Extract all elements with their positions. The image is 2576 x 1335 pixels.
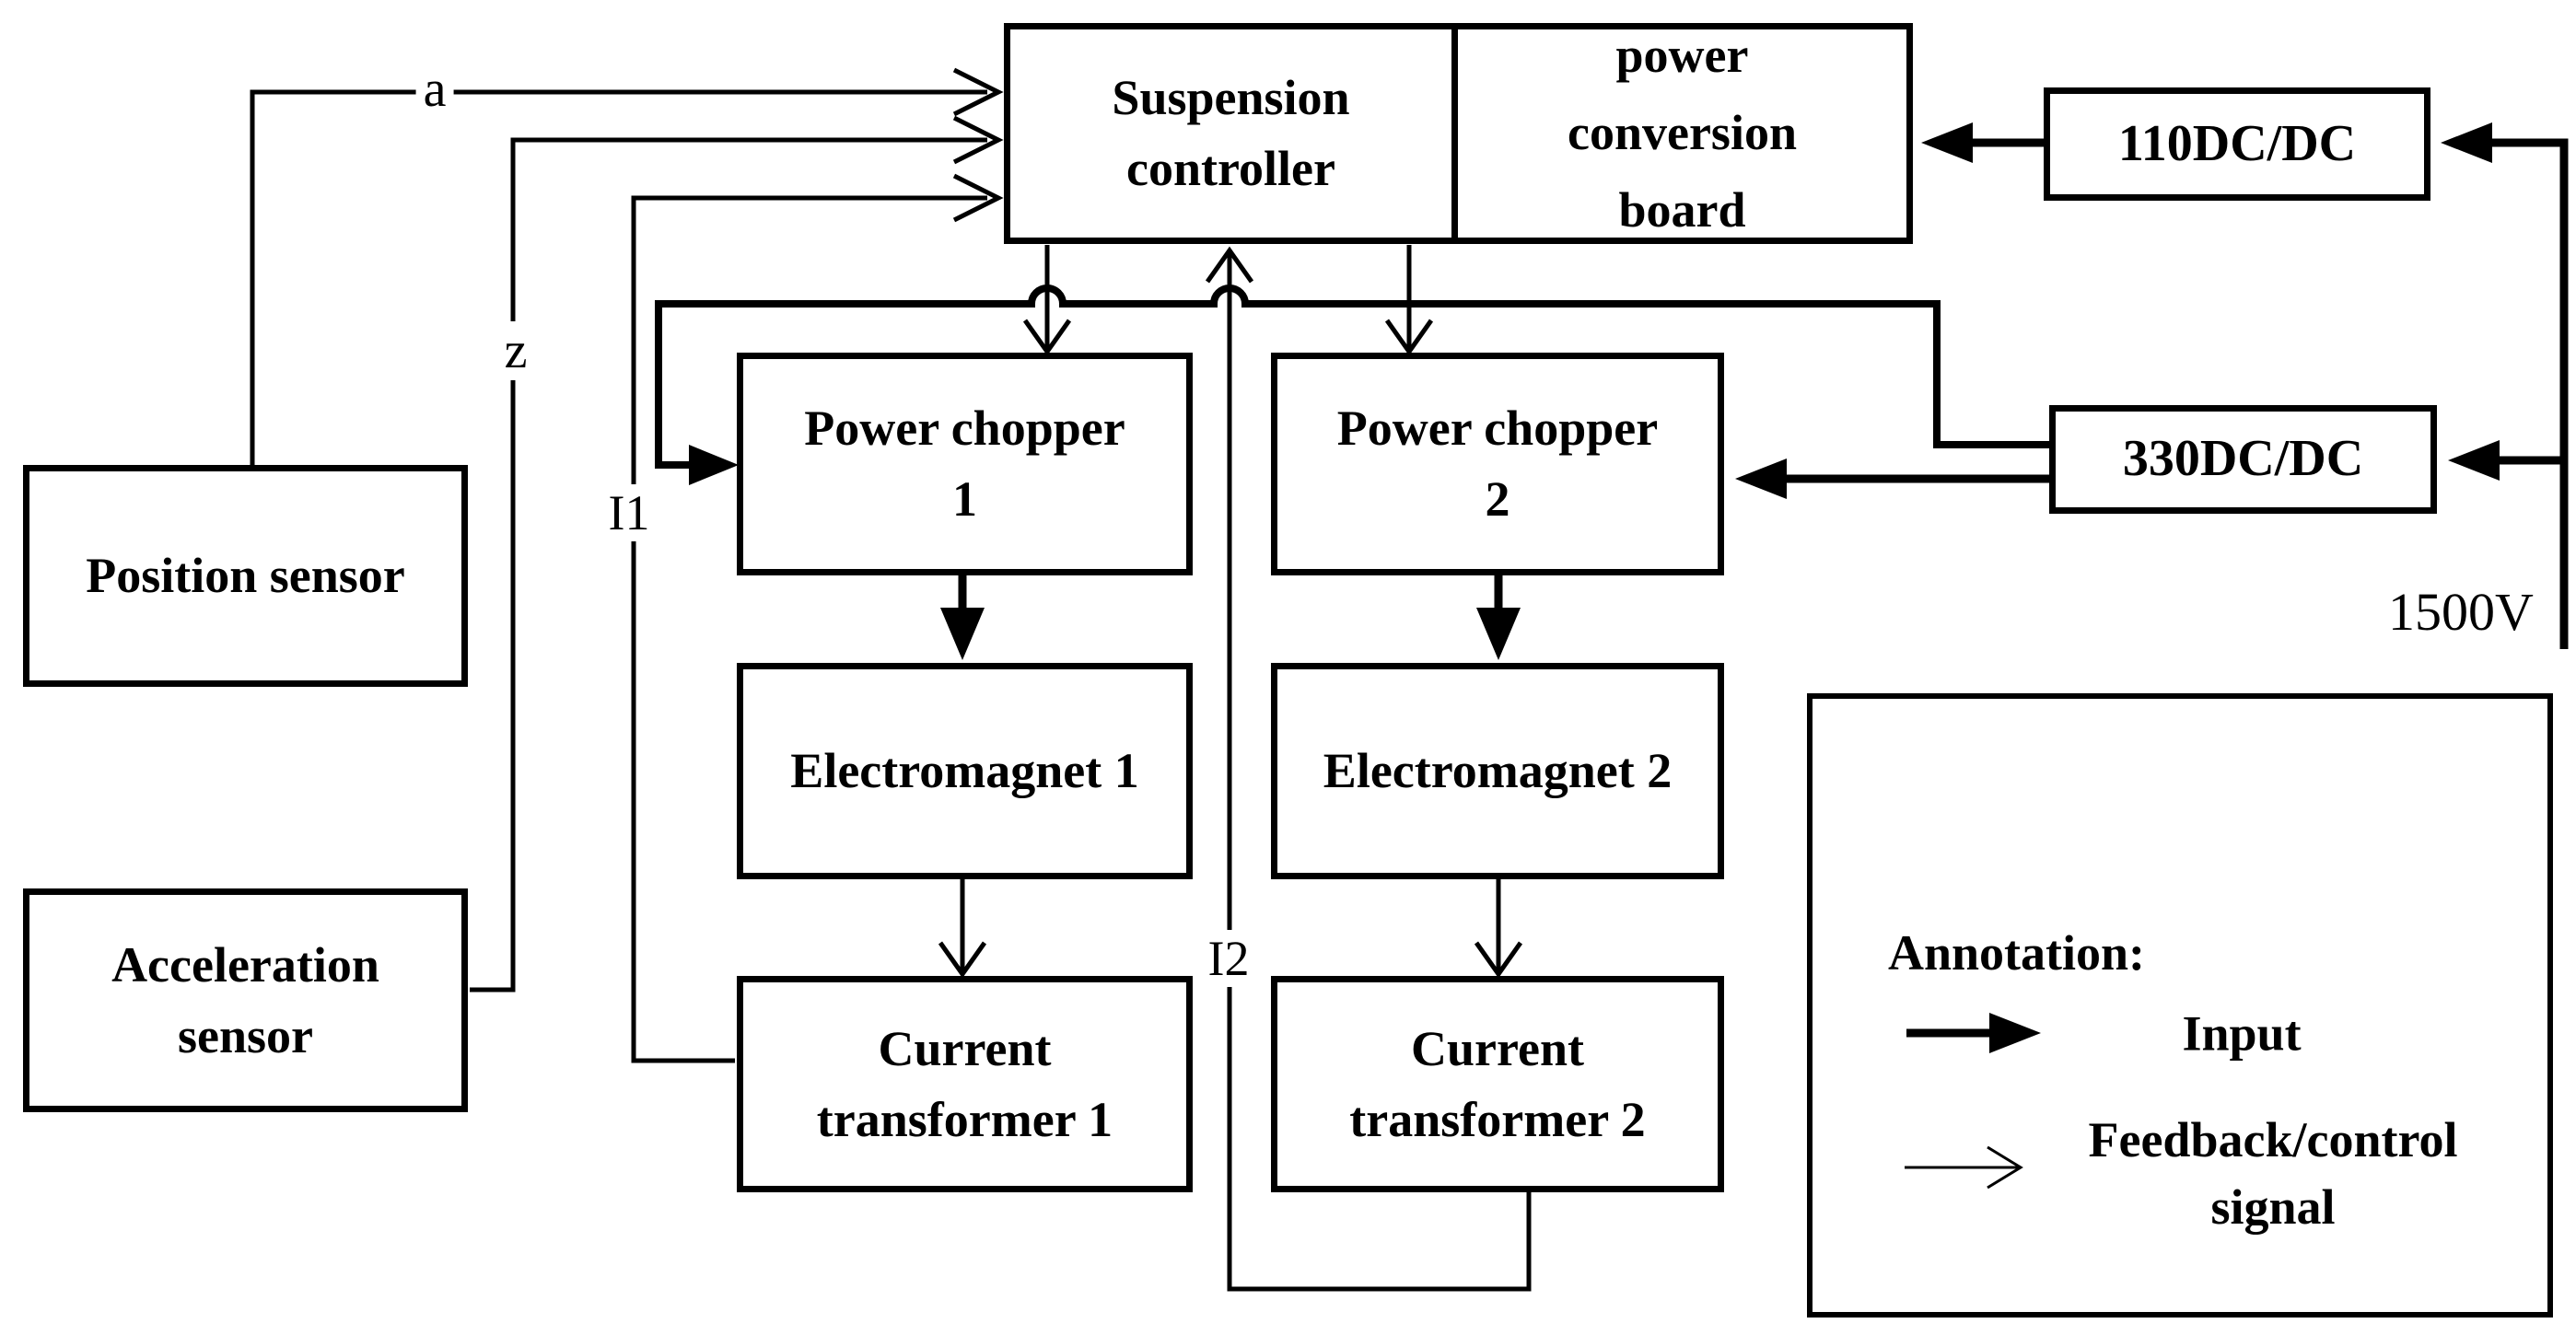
current-transformer2-box: Current transformer 2: [1271, 976, 1724, 1192]
chopper1-to-em1-arrow-icon: [940, 608, 985, 660]
i1-feedback-line: [631, 195, 987, 1063]
chopper2-to-em2-arrow-icon: [1476, 608, 1521, 660]
dc330-to-chopper1-arrow-icon: [689, 445, 739, 485]
a-feedback-arrow-icon: [952, 67, 1004, 117]
signal-label-a: a: [415, 60, 454, 119]
feedback-lines: [250, 67, 1532, 1292]
legend-input-label: Input: [2182, 1005, 2302, 1062]
control-arrow-chopper2-icon: [1384, 319, 1434, 356]
signal-label-i2: I2: [1200, 930, 1257, 987]
power-chopper1-box: Power chopper 1: [737, 353, 1193, 575]
supply-to-dc330-arrow-icon: [2448, 440, 2500, 481]
power-chopper2-box: Power chopper 2: [1271, 353, 1724, 575]
electromagnet1-box: Electromagnet 1: [737, 663, 1193, 879]
z-feedback-line: [470, 137, 987, 993]
i1-feedback-arrow-icon: [952, 173, 1004, 223]
electromagnet2-box: Electromagnet 2: [1271, 663, 1724, 879]
legend-feedback-arrow-icon: [1987, 1145, 2023, 1190]
dc330-to-chopper1-line: [655, 284, 2052, 469]
control-arrow-chopper1-icon: [1022, 319, 1072, 356]
legend-arrow-samples: [1905, 1013, 2041, 1190]
a-feedback-line: [250, 89, 987, 467]
dc110-to-board-arrow-icon: [1921, 122, 1973, 163]
supply-rail-line: [2492, 138, 2569, 649]
i2-feedback-line: [1227, 250, 1532, 1292]
dc110-box: 110DC/DC: [2044, 87, 2430, 201]
legend-input-arrow-icon: [1989, 1013, 2041, 1053]
legend-title: Annotation:: [1888, 925, 2146, 981]
signal-label-i1: I1: [600, 484, 658, 541]
legend-box: Annotation: Input Feedback/control signa…: [1807, 693, 2553, 1318]
i2-feedback-arrow-icon: [1205, 246, 1254, 284]
supply-voltage-label: 1500V: [2388, 582, 2534, 642]
input-lines: [655, 122, 2569, 660]
legend-feedback-label: Feedback/control signal: [2088, 1112, 2458, 1235]
current-transformer1-box: Current transformer 1: [737, 976, 1193, 1192]
em1-to-ct1-arrow-icon: [938, 941, 987, 979]
supply-to-dc110-arrow-icon: [2441, 122, 2492, 163]
acceleration-sensor-box: Acceleration sensor: [23, 888, 468, 1112]
power-conversion-board-box: power conversion board: [1451, 23, 1913, 244]
position-sensor-box: Position sensor: [23, 465, 468, 687]
dc330-box: 330DC/DC: [2049, 405, 2437, 514]
em2-to-ct2-arrow-icon: [1474, 941, 1523, 979]
dc330-to-chopper2-arrow-icon: [1735, 459, 1787, 499]
signal-label-z: z: [496, 321, 535, 380]
suspension-controller-box: Suspension controller: [1004, 23, 1458, 244]
z-feedback-arrow-icon: [952, 115, 1004, 165]
